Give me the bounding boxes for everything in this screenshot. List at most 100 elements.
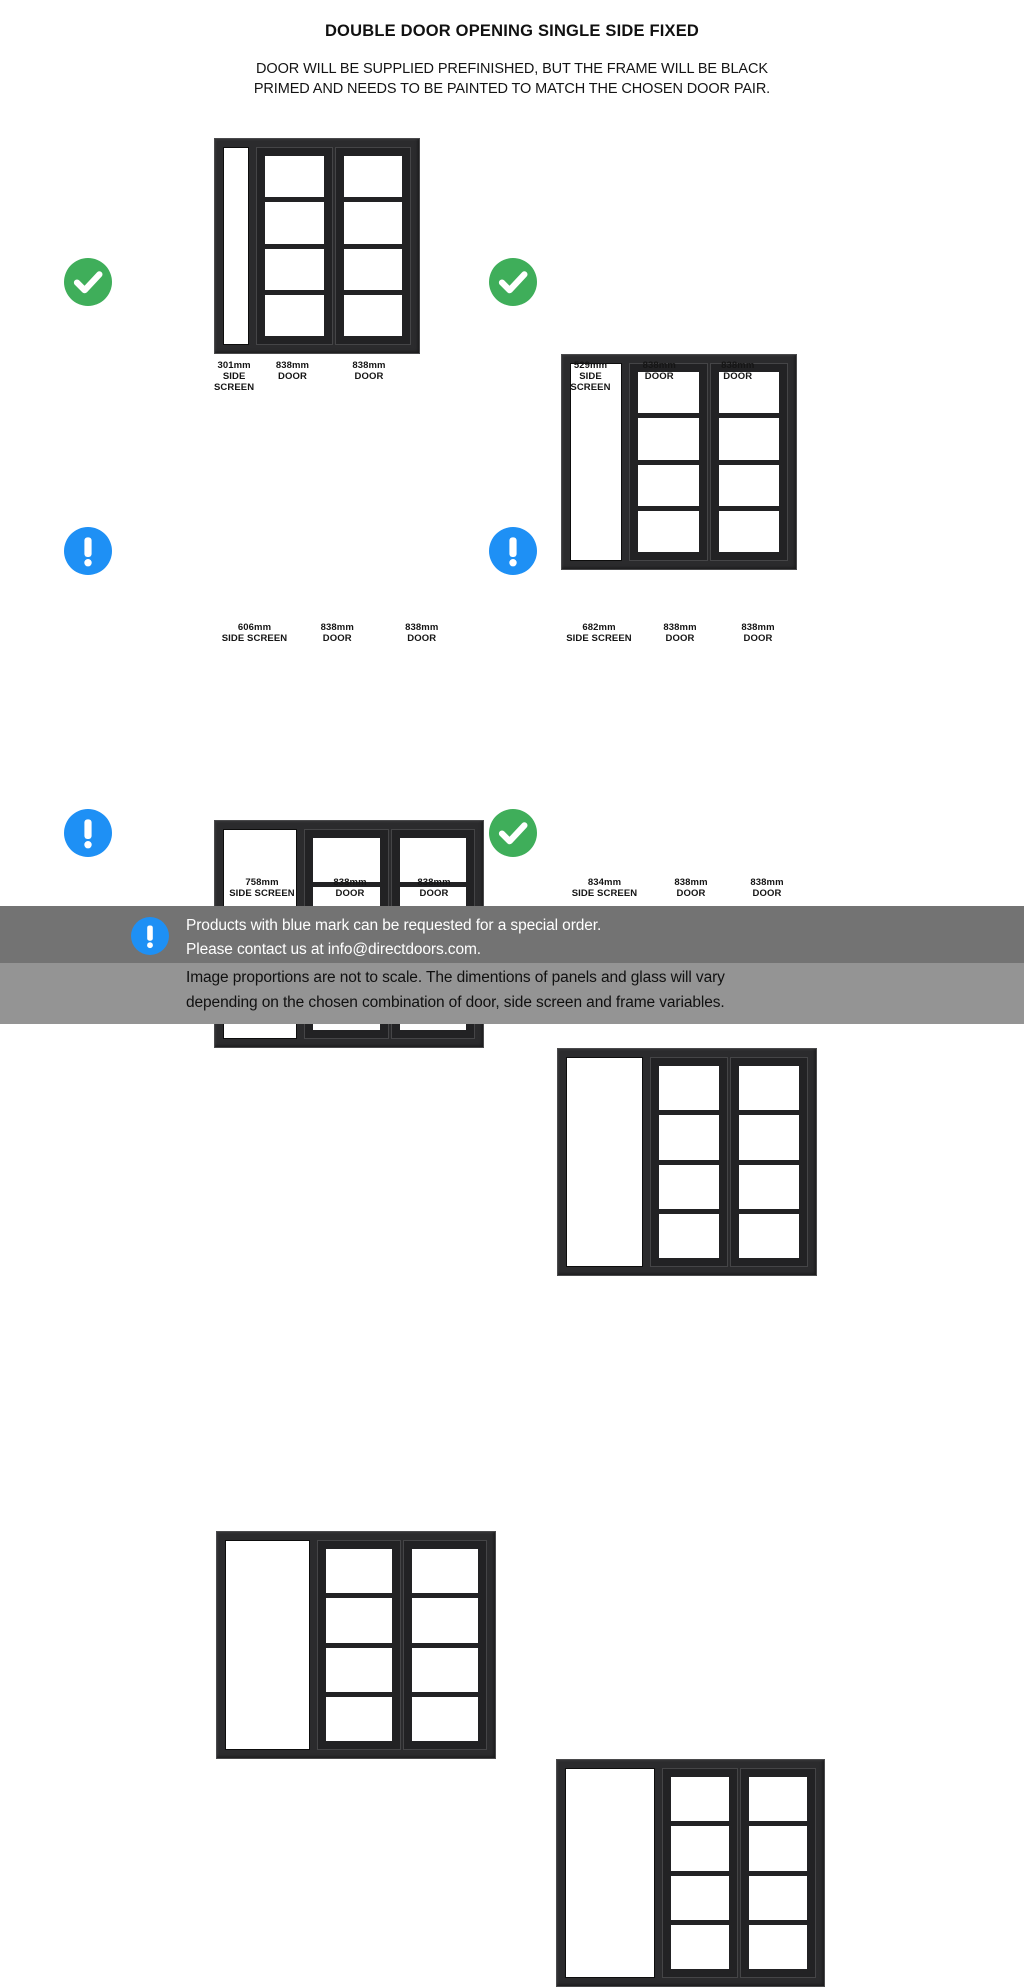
footer-special-order-line-2: Please contact us at info@directdoors.co… (186, 941, 481, 958)
mullion (655, 1768, 662, 1978)
door-glass-lite (265, 156, 324, 198)
door-glass-lite (671, 1777, 729, 1822)
side-screen-glass (570, 363, 622, 561)
footer-scale-note-line-1: Image proportions are not to scale. The … (186, 969, 725, 986)
caption-kind: DOOR (322, 633, 352, 644)
door-leaf (740, 1768, 816, 1978)
caption-size: 838mm (674, 877, 708, 888)
panel-strip (565, 1768, 816, 1978)
door-glass-lite (326, 1549, 392, 1594)
door-glass-lite (265, 248, 324, 290)
side-screen-glass (566, 1057, 643, 1267)
panel-strip (223, 147, 411, 345)
door-glass-lite (671, 1924, 729, 1969)
caption-kind: DOOR (644, 371, 674, 382)
door-glass-lite (412, 1696, 478, 1741)
door-leaf (662, 1768, 738, 1978)
door-glass-lite (659, 1213, 719, 1258)
door-glass-lite (412, 1549, 478, 1594)
door-glass-lite (718, 418, 779, 460)
door-glass-lite (659, 1115, 719, 1160)
door-glass-lite (313, 838, 380, 883)
caption-size: 834mm (587, 877, 622, 888)
caption-size: 838mm (642, 360, 676, 371)
door-glass-lite (343, 248, 402, 290)
footer-scale-note-line-2: depending on the chosen combination of d… (186, 994, 725, 1011)
caption-kind: SIDE SCREEN (570, 371, 611, 393)
exclamation-icon (131, 917, 169, 955)
door-glass-lite (638, 510, 699, 552)
page-title: DOUBLE DOOR OPENING SINGLE SIDE FIXED (324, 22, 700, 40)
door-leaf (334, 147, 411, 345)
header: DOUBLE DOOR OPENING SINGLE SIDE FIXED DO… (0, 0, 1024, 99)
door-leaf (403, 1540, 487, 1750)
caption-size: 838mm (750, 877, 784, 888)
door-glass-lite (739, 1164, 799, 1209)
caption-size: 682mm (582, 622, 616, 633)
caption-size: 838mm (405, 622, 439, 633)
door-assembly-config-529 (561, 354, 797, 570)
caption-size: 838mm (352, 360, 386, 371)
caption-kind: DOOR (723, 371, 753, 382)
exclamation-icon (489, 527, 537, 575)
footer-scale-note-band (0, 963, 1024, 1024)
door-glass-lite (265, 294, 324, 336)
door-glass-lite (659, 1164, 719, 1209)
door-glass-lite (638, 464, 699, 506)
door-leaf (256, 147, 333, 345)
door-leaf (629, 363, 708, 561)
caption-size: 838mm (721, 360, 755, 371)
side-screen-glass (223, 147, 249, 345)
door-glass-lite (749, 1777, 807, 1822)
door-leaf (730, 1057, 808, 1267)
door-glass-lite (749, 1826, 807, 1871)
caption-kind: SIDE SCREEN (221, 633, 288, 644)
footer-special-order-text: Products with blue mark can be requested… (186, 914, 601, 962)
caption-size: 838mm (333, 877, 367, 888)
subtitle-line-1: DOOR WILL BE SUPPLIED PREFINISHED, BUT T… (256, 61, 768, 77)
door-glass-lite (265, 202, 324, 244)
door-glass-lite (326, 1598, 392, 1643)
caption-kind: DOOR (335, 888, 365, 899)
caption-kind: SIDE SCREEN (229, 888, 295, 899)
exclamation-icon (64, 809, 112, 857)
caption-size: 838mm (320, 622, 354, 633)
door-glass-lite (343, 294, 402, 336)
page-subtitle: DOOR WILL BE SUPPLIED PREFINISHED, BUT T… (192, 59, 832, 99)
door-glass-lite (671, 1826, 729, 1871)
door-leaf (650, 1057, 728, 1267)
footer-special-order-line-1: Products with blue mark can be requested… (186, 917, 602, 934)
door-assembly-config-758 (216, 1531, 496, 1759)
caption-size: 838mm (417, 877, 451, 888)
door-glass-lite (326, 1696, 392, 1741)
door-assembly-config-301 (214, 138, 420, 354)
check-icon (64, 258, 112, 306)
door-assembly-config-834 (556, 1759, 825, 1987)
door-glass-lite (718, 372, 779, 414)
side-screen-glass (225, 1540, 310, 1750)
footer-scale-note-text: Image proportions are not to scale. The … (186, 965, 725, 1015)
caption-kind: DOOR (676, 888, 706, 899)
caption-size: 301mm (217, 360, 251, 371)
panel-strip (225, 1540, 487, 1750)
door-glass-lite (739, 1213, 799, 1258)
caption-size: 838mm (275, 360, 310, 371)
footer-special-order-band (0, 906, 1024, 963)
door-glass-lite (399, 838, 466, 883)
door-leaf (317, 1540, 401, 1750)
